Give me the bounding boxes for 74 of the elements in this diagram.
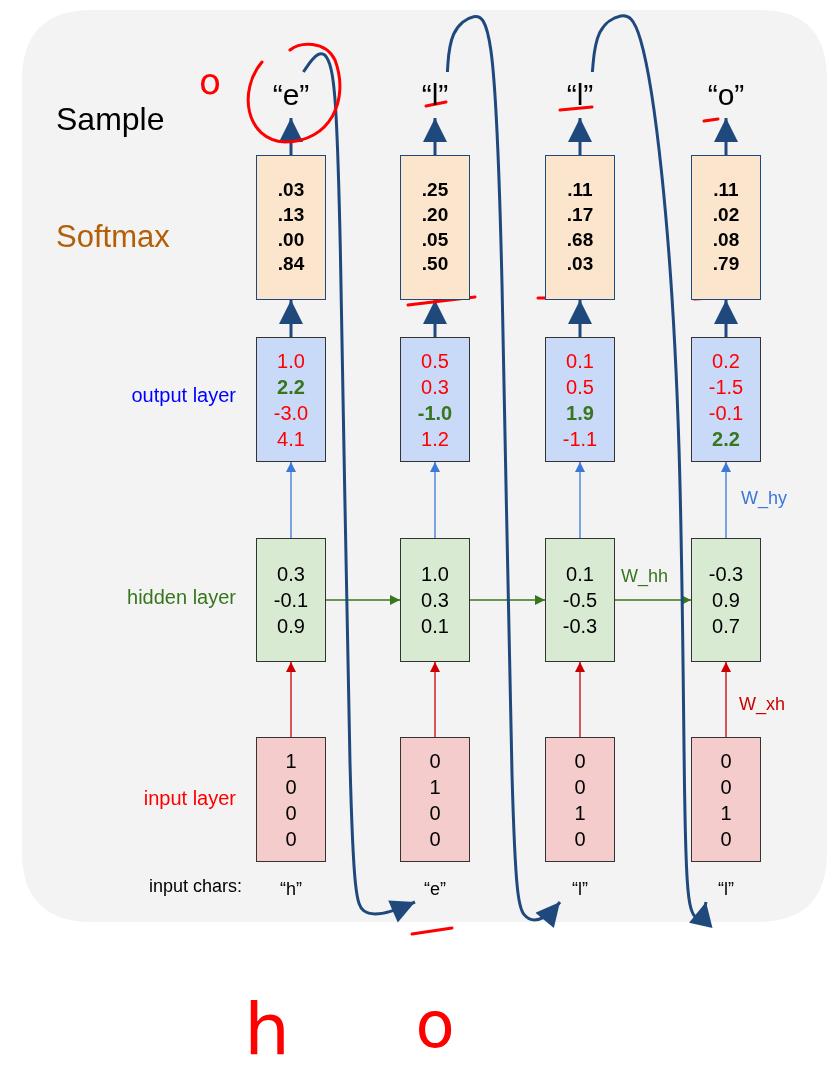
vector-values: 0 0 1 0: [574, 748, 586, 852]
arrow: [279, 118, 303, 155]
input-vector-box: [400, 737, 470, 862]
input-char: “e”: [415, 876, 455, 902]
arrow: [714, 118, 738, 155]
hidden-vector-box: [691, 538, 761, 662]
softmax-vector-box: [256, 155, 326, 300]
row-label: Softmax: [56, 220, 171, 255]
vector-values: .11 .02 .08 .79: [712, 178, 740, 277]
hidden-vector-box: [545, 538, 615, 662]
arrow: [286, 461, 296, 539]
row-label: input chars:: [147, 877, 242, 897]
arrow: [325, 595, 401, 605]
curved-arrow: [590, 14, 713, 929]
input-char: “l”: [706, 876, 746, 902]
input-char: “h”: [271, 876, 311, 902]
sampled-char: “l”: [549, 72, 611, 118]
sampled-char: “o”: [695, 72, 757, 118]
arrow: [714, 300, 738, 337]
vector-values: 0 0 1 0: [720, 748, 732, 852]
edge-label: W_hy: [740, 488, 788, 509]
vector-values: 1.0 0.3 0.1: [421, 562, 449, 639]
softmax-vector-box: [691, 155, 761, 300]
vector-values: 0.2 -1.5 -0.1 2.2: [708, 348, 744, 452]
edge-label: W_xh: [738, 694, 786, 715]
arrow: [614, 595, 692, 605]
hidden-vector-box: [256, 538, 326, 662]
arrow: [423, 118, 447, 155]
row-label: hidden layer: [126, 586, 236, 608]
vector-values: .11 .17 .68 .03: [566, 178, 594, 277]
arrow: [575, 461, 585, 539]
arrow: [575, 661, 585, 738]
input-vector-box: [256, 737, 326, 862]
hidden-vector-box: [400, 538, 470, 662]
input-vector-box: [691, 737, 761, 862]
vector-values: .25 .20 .05 .50: [421, 178, 449, 277]
arrow: [568, 118, 592, 155]
curved-arrow: [445, 15, 562, 929]
row-label: Sample: [56, 102, 166, 138]
curved-arrow: [302, 53, 416, 923]
vector-values: 1.0 2.2 -3.0 4.1: [273, 348, 309, 452]
vector-values: 0.3 -0.1 0.9: [273, 562, 309, 639]
output-vector-box: [256, 337, 326, 462]
output-vector-box: [400, 337, 470, 462]
sampled-char: “l”: [404, 72, 466, 118]
vector-values: 1 0 0 0: [285, 748, 297, 852]
edge-label: W_hh: [620, 566, 670, 587]
arrow: [721, 461, 731, 539]
softmax-vector-box: [545, 155, 615, 300]
arrow: [423, 300, 447, 337]
row-label: input layer: [142, 787, 236, 809]
arrow: [430, 461, 440, 539]
input-char: “l”: [560, 876, 600, 902]
arrow: [279, 300, 303, 337]
softmax-vector-box: [400, 155, 470, 300]
handwritten-note: o: [414, 990, 456, 1061]
arrow: [568, 300, 592, 337]
handwritten-note: o: [198, 62, 222, 102]
input-vector-box: [545, 737, 615, 862]
arrow: [721, 661, 731, 738]
arrow: [469, 595, 546, 605]
arrow: [430, 661, 440, 738]
handwritten-note: h: [243, 990, 291, 1065]
arrow: [286, 661, 296, 738]
vector-values: .03 .13 .00 .84: [277, 178, 305, 277]
vector-values: -0.3 0.9 0.7: [708, 562, 744, 639]
output-vector-box: [545, 337, 615, 462]
output-vector-box: [691, 337, 761, 462]
row-label: output layer: [130, 384, 236, 406]
vector-values: 0.1 -0.5 -0.3: [562, 562, 598, 639]
sampled-char: “e”: [260, 72, 322, 118]
vector-values: 0 1 0 0: [429, 748, 441, 852]
vector-values: 0.1 0.5 1.9 -1.1: [562, 348, 598, 452]
vector-values: 0.5 0.3 -1.0 1.2: [417, 348, 453, 452]
